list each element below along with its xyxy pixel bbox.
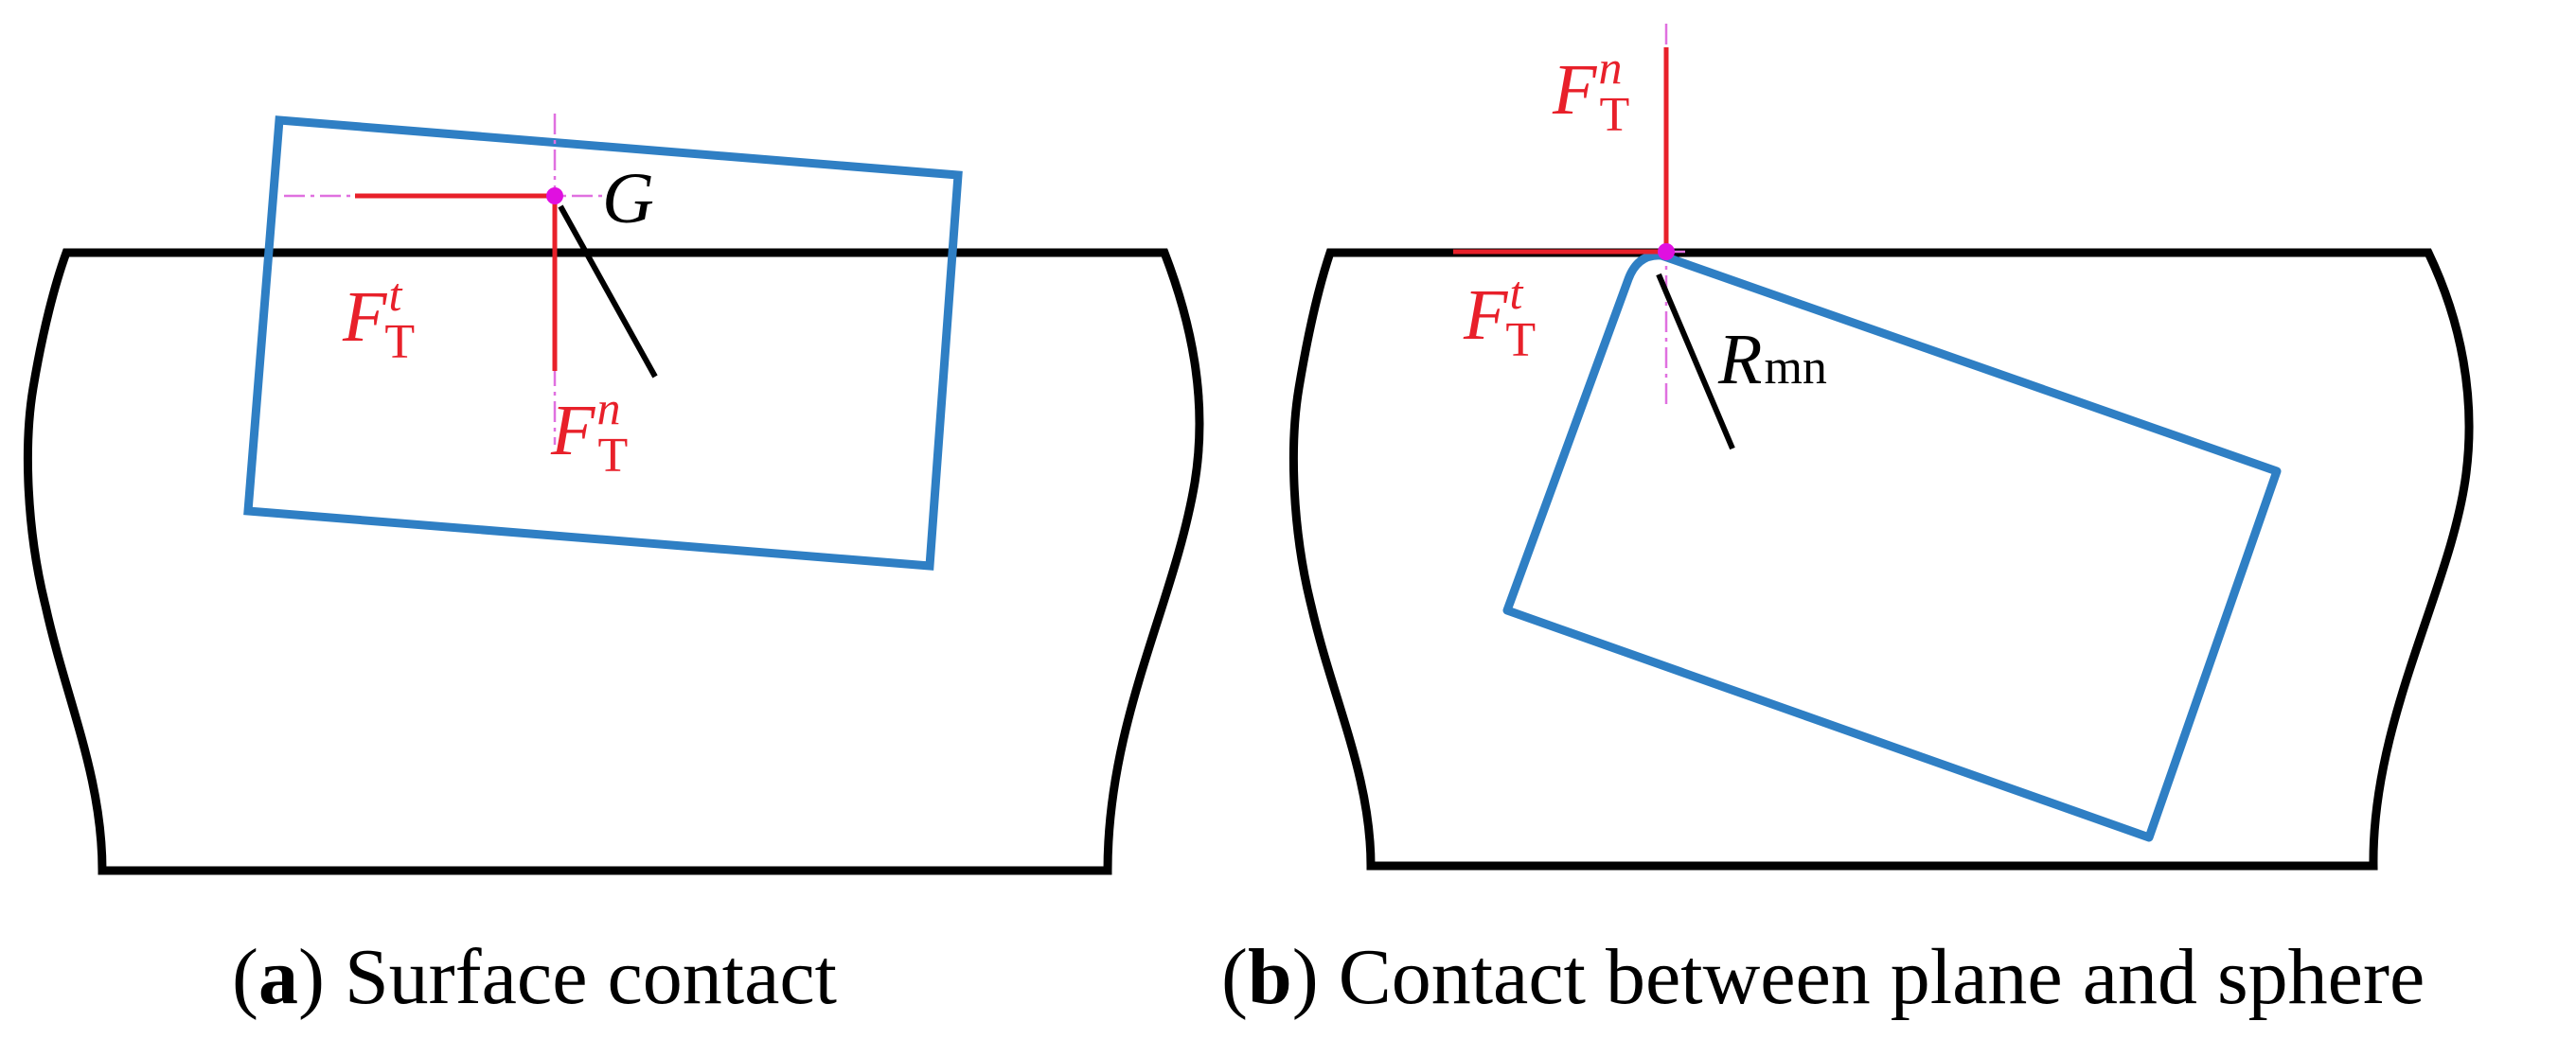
radius-line-b [1656, 273, 1735, 450]
block-b [1502, 251, 2282, 842]
contact-point-b [1658, 243, 1675, 260]
contact-point-a [546, 187, 563, 204]
point-label-g: G [602, 159, 654, 238]
workpiece-outline-a [23, 248, 1204, 875]
radius-label-b: Rmn [1717, 320, 1827, 399]
block-a [243, 115, 963, 571]
workpiece-outline-b [1288, 248, 2474, 871]
caption-a: (a) Surface contact [232, 933, 837, 1021]
caption-b: (b) Contact between plane and sphere [1221, 933, 2425, 1021]
reaction-line-a [558, 204, 658, 379]
